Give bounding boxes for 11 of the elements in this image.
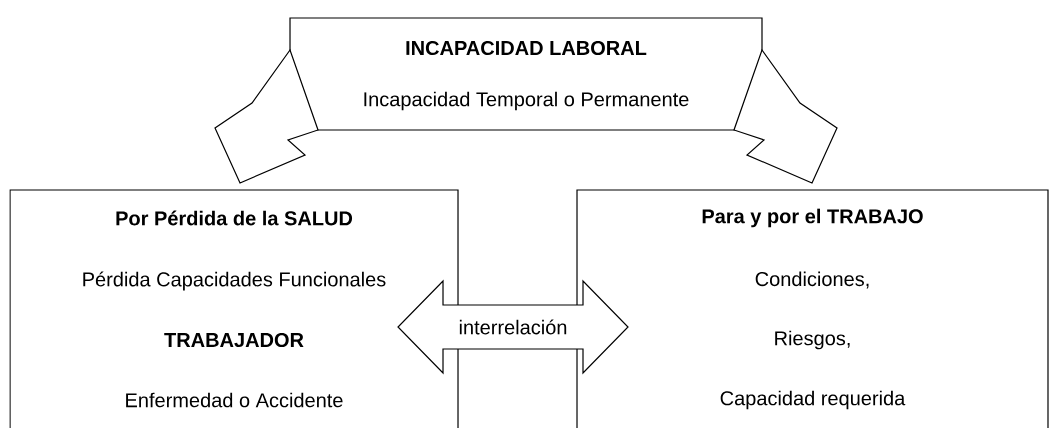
text-line: TRABAJADOR xyxy=(164,332,304,348)
edge-label: interrelación xyxy=(457,318,569,336)
heading: INCAPACIDAD LABORAL xyxy=(406,40,647,56)
heading: Por Pérdida de la SALUD xyxy=(116,210,353,226)
text-line: Incapacidad Temporal o Permanente xyxy=(364,91,689,111)
text-line: Enfermedad o Accidente xyxy=(126,392,343,408)
heading: Para y por el TRABAJO xyxy=(702,208,923,228)
text-line: Condiciones, xyxy=(755,271,869,289)
text-line: Capacidad requerida xyxy=(720,390,906,410)
text-line: Riesgos, xyxy=(775,330,850,350)
text-line: Pérdida Capacidades Funcionales xyxy=(83,271,386,291)
